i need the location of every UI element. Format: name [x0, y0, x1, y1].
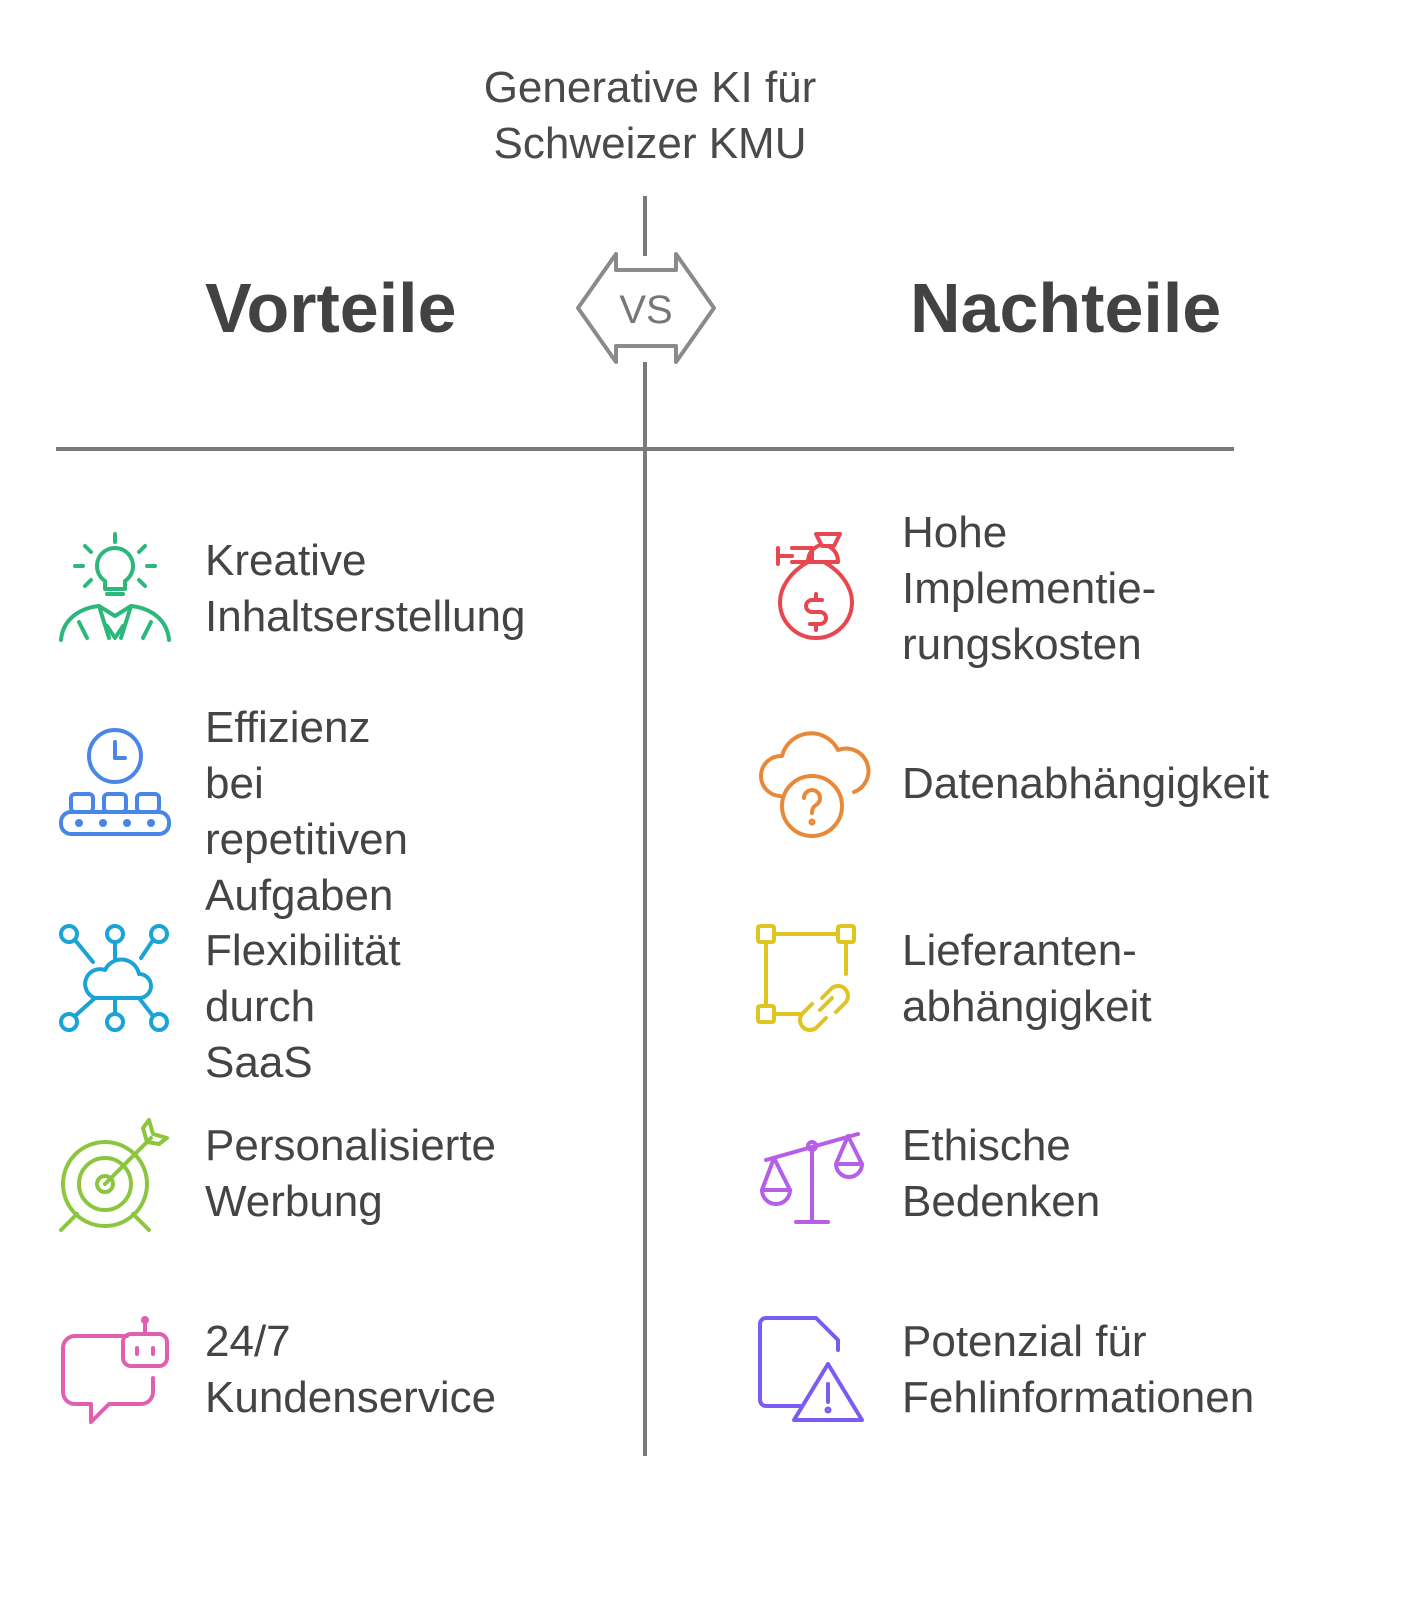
clock-conveyor-icon [55, 724, 175, 844]
cons-heading: Nachteile [910, 269, 1222, 347]
vs-double-arrow-icon [576, 252, 716, 364]
cloud-question-icon [752, 726, 872, 846]
target-arrow-icon [55, 1114, 175, 1234]
center-divider-top [643, 196, 647, 256]
vs-badge: VS [572, 250, 720, 370]
vs-label: VS [619, 288, 673, 332]
pro-label: Flexibilität durch SaaS [205, 926, 401, 1087]
horizontal-divider [56, 447, 1234, 451]
center-divider-main [643, 362, 647, 1456]
pro-label: Effizienz bei repetitiven Aufgaben [205, 703, 409, 920]
pro-label: Kreative Inhaltserstellung [205, 536, 526, 641]
con-label: Ethische Bedenken [902, 1121, 1101, 1226]
money-bag-icon [756, 526, 876, 646]
con-label: Lieferanten- abhängigkeit [902, 926, 1152, 1031]
vendor-link-icon [752, 918, 872, 1038]
con-label: Hohe Implementie- rungskosten [902, 508, 1157, 669]
pros-heading: Vorteile [205, 269, 457, 347]
lightbulb-person-icon [55, 530, 175, 650]
con-label: Potenzial für Fehlinformationen [902, 1317, 1255, 1422]
pro-label: 24/7 Kundenservice [205, 1317, 497, 1422]
chat-robot-icon [55, 1310, 175, 1430]
pro-label: Personalisierte Werbung [205, 1121, 497, 1226]
balance-scale-icon [752, 1114, 872, 1234]
con-label: Datenabhängigkeit [902, 759, 1269, 808]
diagram-title: Generative KI für Schweizer KMU [483, 63, 817, 168]
document-warning-icon [752, 1310, 872, 1430]
cloud-network-icon [55, 918, 175, 1038]
